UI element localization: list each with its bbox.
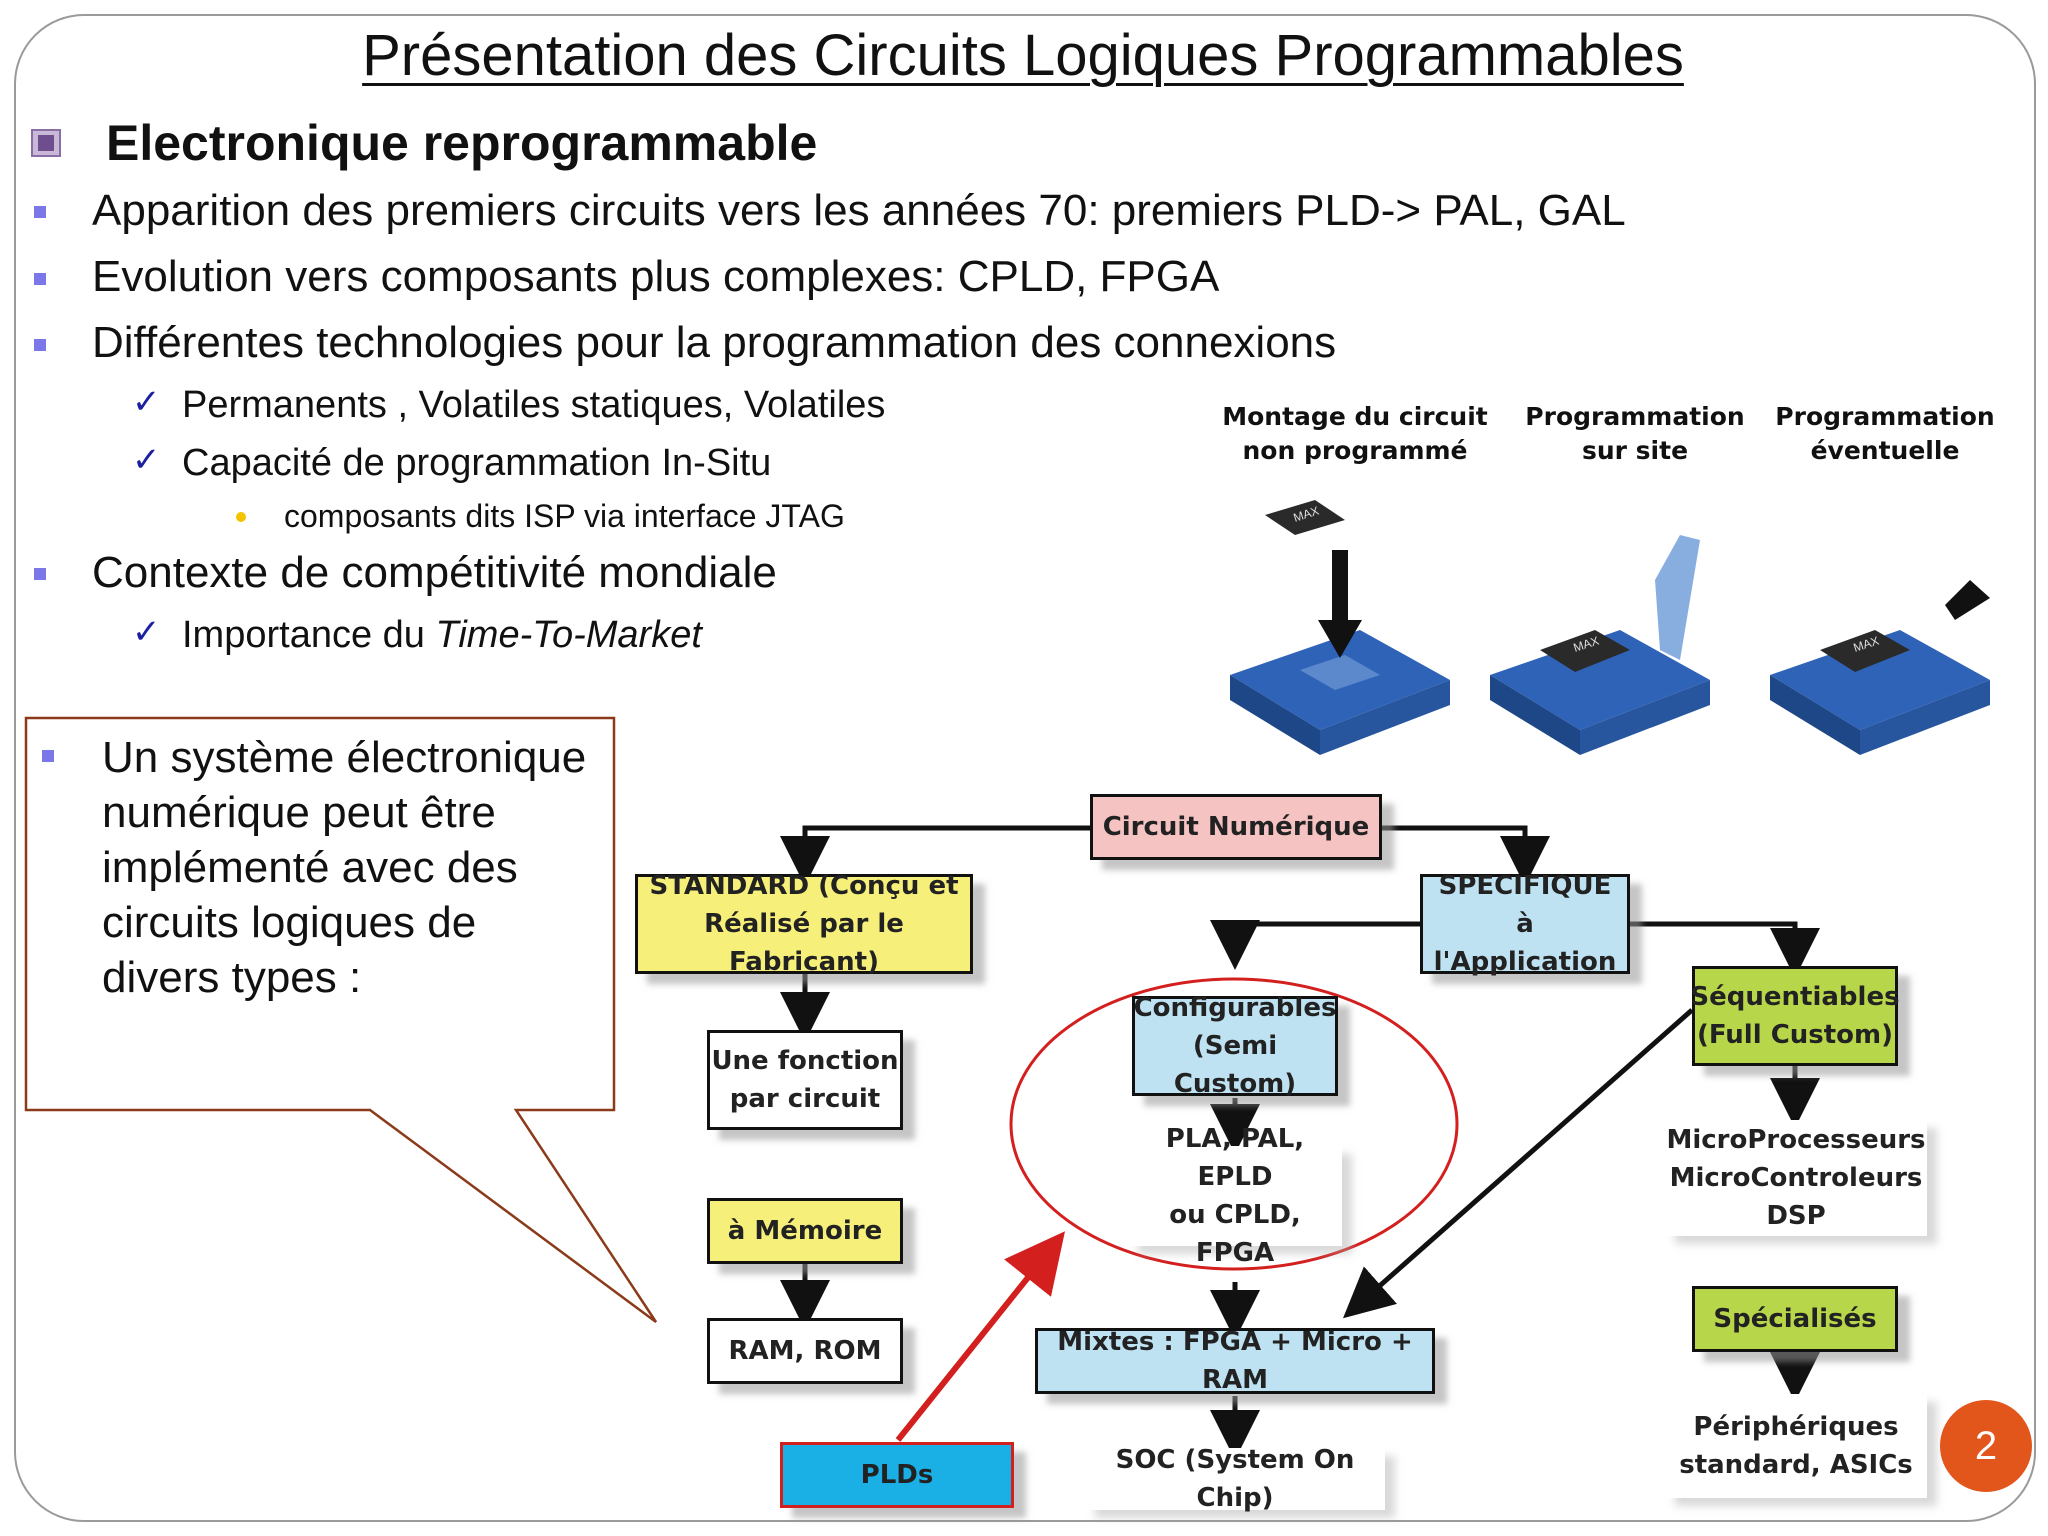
sub-bullet-4: Importance du Time-To-Market <box>182 614 702 657</box>
node-ram-rom: RAM, ROM <box>707 1318 903 1384</box>
sub-sub-bullet: composants dits ISP via interface JTAG <box>284 498 845 534</box>
programming-illustration: MAX MAX MAX <box>1230 500 1990 755</box>
caption-montage: Montage du circuit non programmé <box>1222 402 1488 465</box>
sub-bullet-1: Permanents , Volatiles statiques, Volati… <box>182 384 886 426</box>
bullet-marker <box>42 750 54 762</box>
caption-programmation-eventuelle: Programmation éventuelle <box>1775 402 1995 465</box>
node-configurables: Configurables (Semi Custom) <box>1132 993 1338 1099</box>
node-pla-pal: PLA, PAL, EPLD ou CPLD, FPGA <box>1128 1124 1342 1268</box>
bullet-marker <box>34 568 46 580</box>
caption-programmation-site: Programmation sur site <box>1525 402 1745 465</box>
bullet-2: Evolution vers composants plus complexes… <box>92 252 1220 301</box>
time-to-market: Time-To-Market <box>435 614 702 656</box>
board-2-icon: MAX <box>1490 535 1710 755</box>
board-3-icon: MAX <box>1770 580 1990 755</box>
node-specialises: Spécialisés <box>1692 1286 1898 1352</box>
section-icon <box>30 128 64 160</box>
bullet-marker <box>34 339 46 351</box>
bullet-3: Différentes technologies pour la program… <box>92 318 1337 367</box>
section-heading: Electronique reprogrammable <box>106 115 818 171</box>
node-soc: SOC (System On Chip) <box>1085 1445 1385 1513</box>
sub-bullet-2: Capacité de programmation In-Situ <box>182 442 772 484</box>
node-plds: PLDs <box>780 1442 1014 1508</box>
node-micro: MicroProcesseurs MicroControleurs DSP <box>1665 1120 1927 1236</box>
node-mixtes: Mixtes : FPGA + Micro + RAM <box>1035 1327 1435 1395</box>
slide-title: Présentation des Circuits Logiques Progr… <box>362 23 1684 88</box>
node-peripheriques: Périphériques standard, ASICs <box>1665 1394 1927 1498</box>
bullet-marker <box>34 206 46 218</box>
bullet-1: Apparition des premiers circuits vers le… <box>92 186 1626 235</box>
bullet-marker <box>34 273 46 285</box>
bullet-dot <box>236 512 246 522</box>
bullet-4: Contexte de compétitivité mondiale <box>92 548 777 597</box>
callout-text: Un système électronique numérique peut ê… <box>102 733 587 1002</box>
highlight-ellipse <box>1009 977 1459 1271</box>
node-une-fonction: Une fonction par circuit <box>707 1030 903 1130</box>
node-circuit-numerique: Circuit Numérique <box>1090 794 1382 860</box>
board-1-icon: MAX <box>1230 500 1450 755</box>
sub-bullet-4-prefix: Importance du <box>182 614 436 656</box>
checkmark-icon: ✓ <box>132 383 161 421</box>
page-number-badge: 2 <box>1940 1400 2032 1492</box>
node-sequentiables: Séquentiables (Full Custom) <box>1690 966 1900 1066</box>
node-standard: STANDARD (Conçu et Réalisé par le Fabric… <box>635 871 973 977</box>
node-a-memoire: à Mémoire <box>707 1198 903 1264</box>
node-specifique: SPECIFIQUE à l'Application <box>1420 871 1630 977</box>
checkmark-icon: ✓ <box>132 441 161 479</box>
checkmark-icon: ✓ <box>132 613 161 651</box>
callout-shape <box>24 716 658 1324</box>
